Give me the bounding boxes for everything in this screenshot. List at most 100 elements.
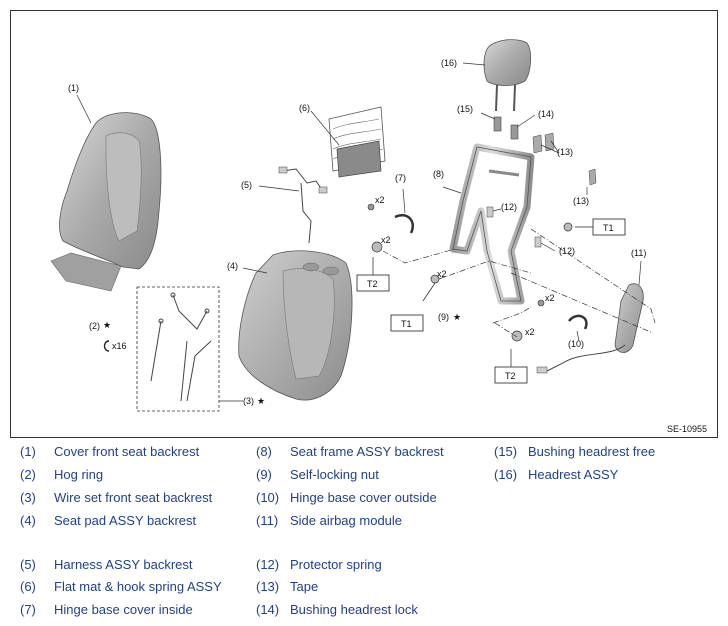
qty-bolt-b: x2 <box>381 235 391 245</box>
legend-item: (14) Bushing headrest lock <box>256 602 418 617</box>
legend-item: (4) Seat pad ASSY backrest <box>20 513 196 528</box>
callout-9: (9) <box>438 312 449 322</box>
bushing-free-part <box>480 112 502 132</box>
legend-number: (3) <box>20 490 36 505</box>
callout-6: (6) <box>299 103 310 113</box>
legend-item: (13) Tape <box>256 579 318 594</box>
legend-label: Hinge base cover inside <box>54 602 193 617</box>
legend-item: (6) Flat mat & hook spring ASSY <box>20 579 222 594</box>
hinge-cover-outside-part <box>568 314 588 342</box>
legend-label: Wire set front seat backrest <box>54 490 213 505</box>
legend-number: (7) <box>20 602 36 617</box>
qty-bolt-c: x2 <box>545 293 555 303</box>
legend-number: (11) <box>256 513 279 528</box>
legend-label: Hinge base cover outside <box>290 490 437 505</box>
callout-5: (5) <box>241 180 252 190</box>
seat-pad-part <box>238 250 353 401</box>
exploded-diagram: (1) (2) (3) (4) (5) (6) (7) (8) (9) (10)… <box>10 10 718 438</box>
legend-number: (6) <box>20 579 36 594</box>
headrest-part <box>462 39 531 112</box>
legend-number: (16) <box>494 467 518 482</box>
legend-label: Hog ring <box>54 467 104 482</box>
reference-code: SE-10955 <box>667 424 707 434</box>
legend-number: (14) <box>256 602 280 617</box>
star-marks: ★ ★ ★ <box>103 312 461 406</box>
torque-t1-left: T1 <box>401 319 412 329</box>
callout-4: (4) <box>227 261 238 271</box>
callout-16: (16) <box>441 58 457 68</box>
callout-10: (10) <box>568 339 584 349</box>
seat-cover-part <box>50 112 162 292</box>
callout-7: (7) <box>395 173 406 183</box>
legend-label: Protector spring <box>290 557 382 572</box>
legend-item: (7) Hinge base cover inside <box>20 602 193 617</box>
torque-labels: T1 T1 T2 T2 <box>367 223 614 381</box>
flat-mat-part <box>310 106 386 178</box>
legend-item: (9) Self-locking nut <box>256 467 379 482</box>
diagram-canvas: (1) (2) (3) (4) (5) (6) (7) (8) (9) (10)… <box>50 39 707 434</box>
legend-number: (15) <box>494 444 518 459</box>
torque-t2-left: T2 <box>367 279 378 289</box>
callout-2: (2) <box>89 321 100 331</box>
bolt-part <box>367 203 573 342</box>
legend-item: (5) Harness ASSY backrest <box>20 557 193 572</box>
legend-label: Bushing headrest free <box>528 444 656 459</box>
legend-item: (3) Wire set front seat backrest <box>20 490 212 505</box>
wire-set-part <box>136 286 243 412</box>
callout-8: (8) <box>433 169 444 179</box>
star-icon: ★ <box>103 320 111 330</box>
legend-label: Self-locking nut <box>290 467 379 482</box>
legend-item: (2)Hog ring <box>20 467 103 482</box>
legend-label: Harness ASSY backrest <box>54 557 193 572</box>
quantity-labels: x16 x2 x2 x2 x2 x2 <box>112 195 555 351</box>
legend-item: (12) Protector spring <box>256 557 382 572</box>
legend-label: Cover front seat backrest <box>54 444 200 459</box>
legend-number: (5) <box>20 557 36 572</box>
qty-bolt-a: x2 <box>375 195 385 205</box>
legend-label: Flat mat & hook spring ASSY <box>54 579 222 594</box>
legend-number: (4) <box>20 513 36 528</box>
callout-13a: (13) <box>557 147 573 157</box>
callout-12a: (12) <box>501 202 517 212</box>
callout-labels: (1) (2) (3) (4) (5) (6) (7) (8) (9) (10)… <box>68 58 646 406</box>
legend-label: Bushing headrest lock <box>290 602 418 617</box>
callout-3: (3) <box>243 396 254 406</box>
legend-item: (8) Seat frame ASSY backrest <box>256 444 444 459</box>
callout-15: (15) <box>457 104 473 114</box>
legend-item: (1) Cover front seat backrest <box>20 444 199 459</box>
hog-ring-part <box>103 340 110 352</box>
legend-label: Seat pad ASSY backrest <box>54 513 197 528</box>
tape-part <box>532 132 597 195</box>
protector-spring-part <box>486 206 556 252</box>
parts-legend: (1) Cover front seat backrest (2)Hog ring… <box>0 444 728 626</box>
callout-11: (11) <box>631 248 646 258</box>
qty-bolt-d: x2 <box>525 327 535 337</box>
alignment-lines <box>382 228 656 338</box>
legend-number: (10) <box>256 490 280 505</box>
bushing-lock-part <box>510 114 536 140</box>
legend-label: Headrest ASSY <box>528 467 619 482</box>
star-icon: ★ <box>257 396 265 406</box>
legend-number: (9) <box>256 467 272 482</box>
hinge-cover-inside-part <box>394 188 414 234</box>
callout-12b: (12) <box>559 246 575 256</box>
legend-label: Side airbag module <box>290 513 403 528</box>
callout-13b: (13) <box>573 196 589 206</box>
legend-item: (16) Headrest ASSY <box>494 467 618 482</box>
star-icon: ★ <box>453 312 461 322</box>
legend-number: (12) <box>256 557 280 572</box>
legend-label: Tape <box>290 579 319 594</box>
side-airbag-part <box>536 260 644 374</box>
qty-nut: x2 <box>437 269 447 279</box>
legend-number: (8) <box>256 444 272 459</box>
legend-label: Seat frame ASSY backrest <box>290 444 444 459</box>
legend-item: (10) Hinge base cover outside <box>256 490 437 505</box>
torque-boxes <box>356 218 626 384</box>
seat-frame-part <box>442 143 535 305</box>
torque-t1-right: T1 <box>603 223 614 233</box>
callout-14: (14) <box>538 109 554 119</box>
torque-t2-bottom: T2 <box>505 371 516 381</box>
legend-number: (13) <box>256 579 280 594</box>
legend-number: (1) <box>20 444 36 459</box>
legend-item: (15) Bushing headrest free <box>494 444 655 459</box>
